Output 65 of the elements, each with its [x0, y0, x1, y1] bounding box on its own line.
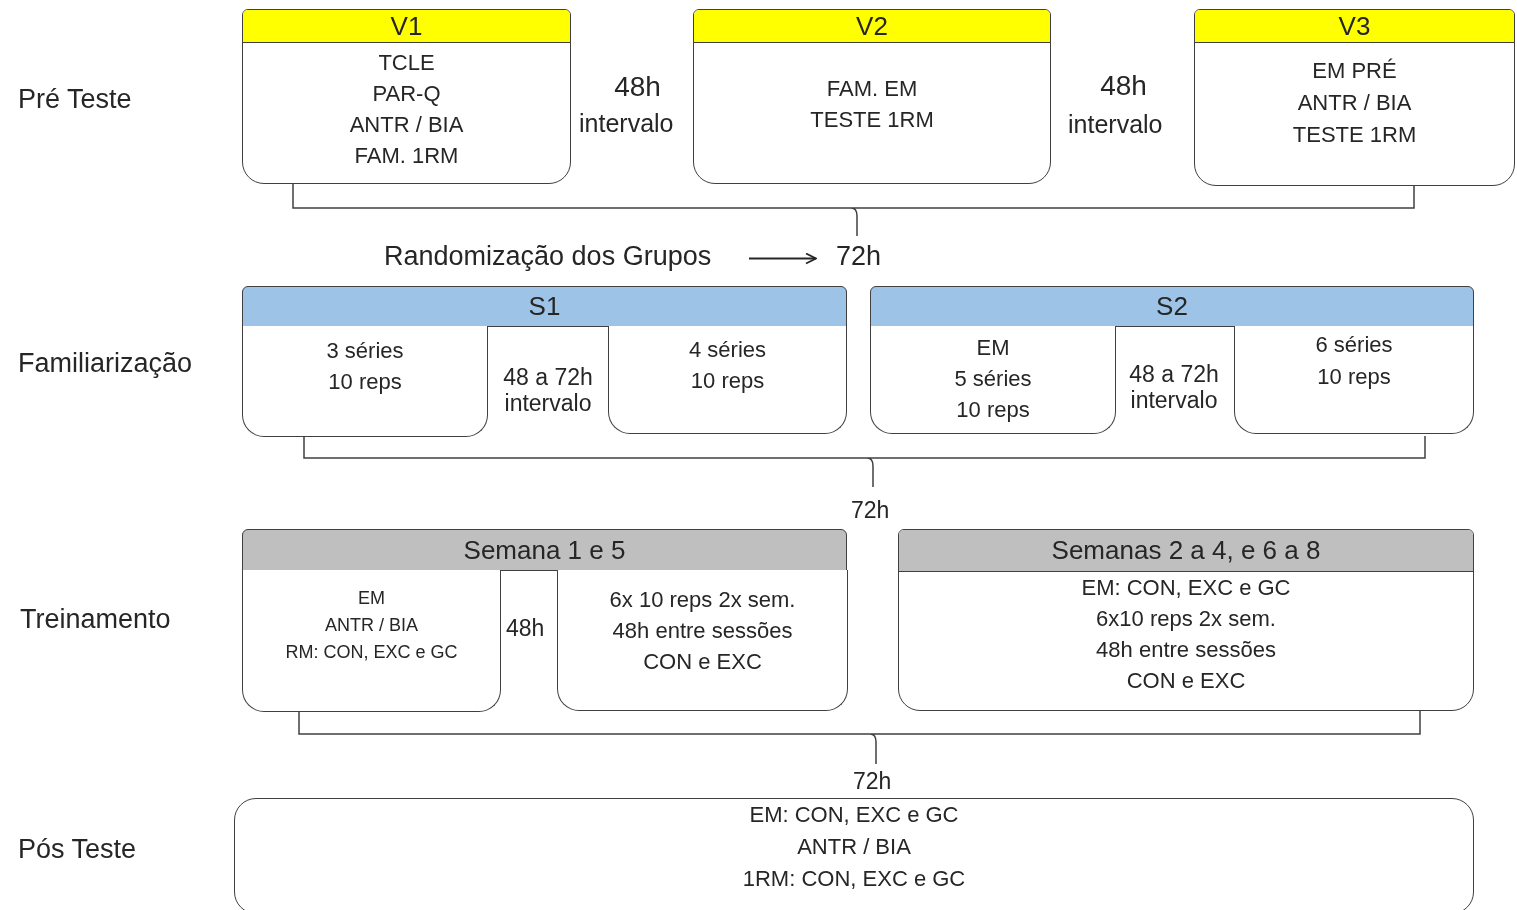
row-label: Treinamento [20, 605, 171, 635]
card-text: EM [358, 587, 385, 610]
card-text: 6x10 reps 2x sem. [1096, 605, 1276, 633]
session-card [898, 529, 1474, 711]
interval-label: intervalo [579, 110, 674, 138]
session-box [870, 326, 1116, 434]
interval-label: 48 a 72h intervalo [502, 364, 594, 417]
card-text: FAM. EM [826, 75, 918, 103]
card-header: V1 [243, 10, 570, 43]
card-header: V2 [694, 10, 1050, 43]
card-text: 6x 10 reps 2x sem. [609, 585, 796, 614]
card-text: CON e EXC [1126, 667, 1246, 695]
card-text: 6 séries [1315, 330, 1393, 359]
row-label: Pós Teste [18, 835, 137, 865]
session-box [242, 326, 488, 437]
step-text: 72h [836, 241, 882, 273]
interval-label: 48h [506, 616, 545, 642]
card-text: 5 séries [954, 365, 1032, 393]
interval-label: 48h [1099, 71, 1148, 102]
time-label: 72h [853, 769, 892, 795]
time-label: 72h [851, 498, 890, 524]
card-text: 3 séries [326, 337, 404, 365]
card-text: ANTR / BIA [797, 833, 911, 861]
card-text: 10 reps [956, 396, 1030, 424]
row-label: Familiarização [18, 349, 193, 379]
card-text: RM: CON, EXC e GC [285, 641, 458, 664]
card-text: ANTR / BIA [325, 614, 418, 637]
card-header: Semanas 2 a 4, e 6 a 8 [899, 530, 1473, 572]
interval-label: 48 a 72h intervalo [1128, 361, 1220, 414]
card-text: EM: CON, EXC e GC [1081, 574, 1291, 602]
session-box [242, 570, 501, 712]
card-text: 10 reps [1317, 362, 1391, 391]
session-header: S2 [870, 286, 1474, 327]
card-text: FAM. 1RM [354, 142, 459, 170]
session-box [557, 570, 848, 711]
card-text: TESTE 1RM [1292, 121, 1417, 149]
session-header: S1 [242, 286, 847, 327]
card-text: PAR-Q [372, 80, 441, 108]
session-card [242, 9, 571, 184]
card-text: TESTE 1RM [810, 106, 934, 134]
session-card [1194, 9, 1515, 186]
interval-label: 48h [613, 72, 662, 103]
session-card [234, 798, 1474, 910]
session-card [693, 9, 1051, 184]
card-header: V3 [1195, 10, 1514, 43]
card-text: EM PRÉ [1312, 57, 1397, 85]
session-header: Semana 1 e 5 [242, 529, 847, 571]
card-text: ANTR / BIA [1297, 89, 1412, 117]
card-text: 10 reps [690, 366, 765, 395]
session-box [1234, 326, 1474, 434]
row-label: Pré Teste [18, 85, 132, 115]
card-text: ANTR / BIA [349, 111, 464, 139]
interval-label: intervalo [1068, 111, 1163, 139]
card-text: TCLE [378, 49, 435, 77]
session-box [608, 326, 847, 434]
card-text: 48h entre sessões [1096, 636, 1276, 664]
card-text: CON e EXC [643, 647, 762, 676]
arrow [748, 252, 817, 265]
card-text: 48h entre sessões [612, 616, 793, 645]
card-text: EM [976, 334, 1010, 362]
card-text: 10 reps [328, 368, 402, 396]
step-text: Randomização dos Grupos [384, 241, 712, 273]
card-text: EM: CON, EXC e GC [749, 801, 959, 829]
card-text: 1RM: CON, EXC e GC [742, 865, 966, 893]
card-text: 4 séries [688, 335, 766, 364]
